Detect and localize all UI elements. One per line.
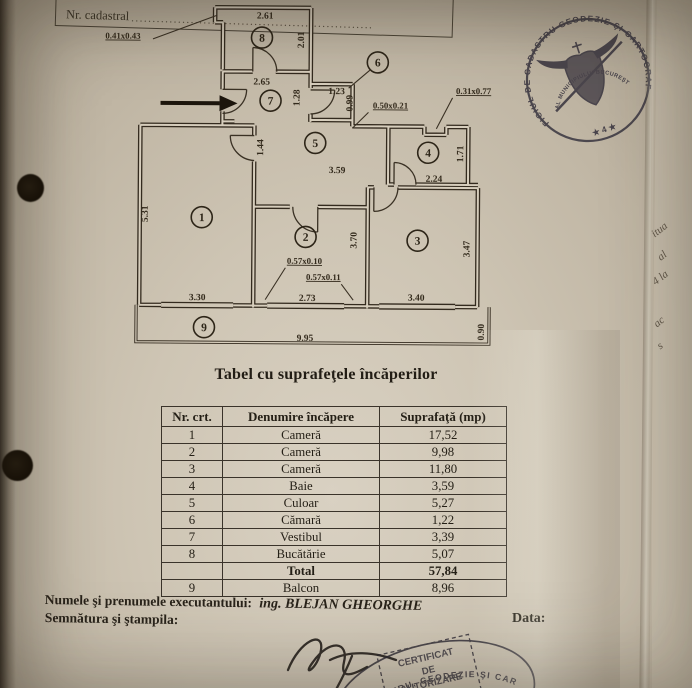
hole-punch	[17, 174, 44, 202]
table-balcony-row: 9 Balcon 8,96	[161, 579, 507, 597]
cell-area: 8,96	[379, 579, 507, 597]
cell-room: Balcon	[222, 579, 380, 597]
areas-table: Nr. crt. Denumire încăpere Suprafaţă (mp…	[161, 406, 507, 597]
cell-room: Culoar	[222, 494, 380, 512]
underlying-page-strip	[652, 0, 692, 688]
table-title: Tabel cu suprafeţele încăperilor	[214, 366, 438, 383]
header-nr-crt: Nr. crt.	[161, 406, 223, 427]
table-total-row: Total 57,84	[161, 562, 507, 580]
date-label: Data:	[512, 611, 545, 627]
header-suprafata: Suprafaţă (mp)	[379, 406, 507, 427]
cell-nr: 9	[161, 579, 223, 597]
hole-punch	[2, 450, 33, 481]
scan-light-band	[470, 330, 620, 688]
cell-room: Vestibul	[222, 528, 380, 546]
cell-area: 11,80	[379, 460, 507, 478]
scan-shadow-left	[0, 0, 16, 688]
